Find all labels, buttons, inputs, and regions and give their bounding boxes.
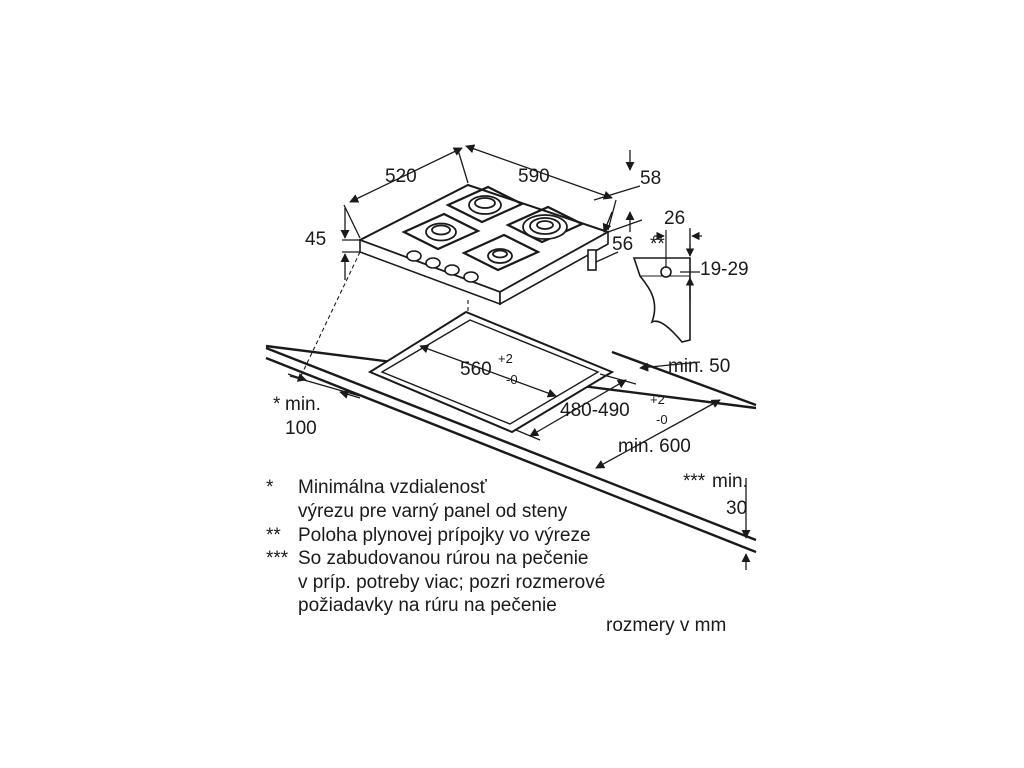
dim-line-side-offset: [602, 211, 613, 233]
label-height: 45: [305, 229, 326, 250]
knob-1: [406, 250, 422, 262]
dim-line-cutout-depth: [529, 379, 627, 437]
projection-lines: [299, 251, 469, 379]
pan-support-front-left: [401, 212, 481, 251]
burner-back-left: [468, 195, 502, 215]
label-min-bottom-mark: ***: [683, 471, 706, 492]
gas-connector: [587, 249, 597, 271]
worktop-front-edge-top: [265, 346, 757, 542]
label-min-bottom-value: 30: [726, 498, 747, 519]
note-3-line-1: So zabudovanou rúrou na pečenie: [298, 548, 589, 569]
label-cutout-width: 560: [460, 359, 492, 380]
knob-3: [444, 264, 460, 276]
control-knobs: [406, 250, 479, 283]
gas-connection-detail: [632, 228, 702, 343]
label-cutout-width-plus: +2: [498, 351, 513, 366]
label-min-front: min. 600: [618, 436, 691, 457]
note-3-line-3: požiadavky na rúru na pečenie: [298, 595, 557, 616]
label-connector-height: 19-29: [700, 259, 749, 280]
note-1-mark: *: [266, 477, 274, 498]
label-top-offset: 58: [640, 168, 661, 189]
worktop-section: [632, 257, 691, 343]
units-note: rozmery v mm: [606, 615, 727, 636]
label-min-back: min. 50: [668, 356, 730, 377]
note-3-line-2: v príp. potreby viac; pozri rozmerové: [298, 572, 606, 593]
burner-wok: [522, 214, 568, 240]
hob-dimension-lines: [340, 144, 643, 280]
knob-4: [463, 271, 479, 283]
label-cutout-width-minus: -0: [506, 372, 518, 387]
note-1-line-1: Minimálna vzdialenosť: [298, 477, 487, 498]
label-cutout-depth-minus: -0: [656, 412, 668, 427]
worktop-rear-edge: [611, 350, 757, 407]
burner-front-left: [425, 222, 457, 242]
burners: [425, 195, 568, 264]
dim-line-min-front: [595, 399, 721, 469]
label-connector-mark: **: [650, 234, 665, 255]
dim-line-min-side: [287, 373, 307, 382]
hob-side-edge: [499, 230, 609, 306]
label-min-side-value: 100: [285, 418, 317, 439]
dimension-labels: 520 590 58 45 56 26 ** 19-29 min. 50 560…: [273, 166, 749, 519]
dim-line-depth: [349, 147, 463, 203]
label-cutout-depth-plus: +2: [650, 392, 665, 407]
label-depth: 520: [385, 166, 417, 187]
label-min-side: min.: [285, 394, 321, 415]
knob-2: [425, 257, 441, 269]
dim-line-min-back: [639, 361, 701, 372]
burner-front-right: [487, 248, 513, 264]
label-min-side-mark: *: [273, 394, 281, 415]
note-2-mark: **: [266, 525, 281, 546]
dim-line-width: [465, 144, 613, 200]
note-2-line-1: Poloha plynovej prípojky vo výreze: [298, 525, 591, 546]
note-1-line-2: výrezu pre varný panel od steny: [298, 501, 568, 522]
cutout-dimension-lines: [287, 344, 751, 570]
connector-point: [660, 266, 672, 278]
label-connector-offset: 26: [664, 208, 685, 229]
note-3-mark: ***: [266, 548, 289, 569]
label-cutout-depth: 480-490: [560, 400, 630, 421]
label-width: 590: [518, 166, 550, 187]
hob: [357, 183, 611, 306]
pan-support-front-right: [461, 233, 541, 272]
label-side-offset: 56: [612, 234, 633, 255]
label-min-bottom: min.: [712, 471, 748, 492]
